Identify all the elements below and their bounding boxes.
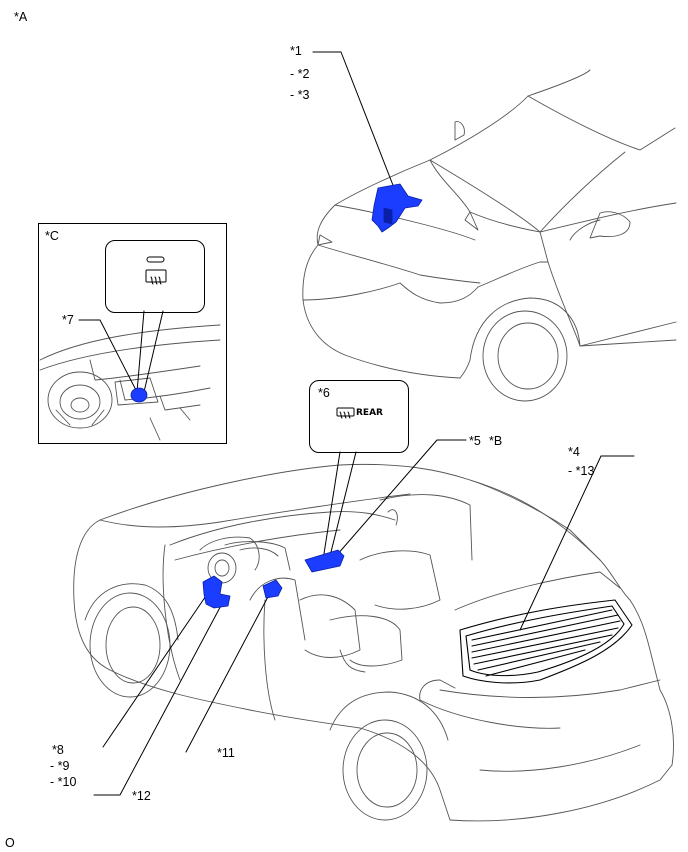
- upper-vehicle-outline: [302, 69, 677, 402]
- leader-lines: [78, 51, 635, 796]
- component-5-rear-defog-switch: [304, 549, 345, 573]
- callout-7: *7: [62, 313, 74, 327]
- inset-c-label: *C: [45, 229, 59, 243]
- footer-code: O: [5, 836, 15, 850]
- callout-10: - *10: [50, 775, 77, 789]
- callout-2: - *2: [290, 67, 310, 81]
- callout-4: *4: [568, 445, 580, 459]
- callout-3: - *3: [290, 88, 310, 102]
- callout-1: *1: [290, 44, 302, 58]
- component-8-junction-block: [202, 575, 231, 609]
- component-1-relay-block: [371, 183, 423, 233]
- component-11-ecu: [262, 579, 283, 599]
- callout-13: - *13: [568, 464, 595, 478]
- callout-6: *6: [318, 386, 330, 400]
- callout-12: *12: [132, 789, 151, 803]
- rear-switch-label: REAR: [356, 408, 383, 418]
- rear-defroster-icon: [336, 407, 355, 419]
- view-a-label: *A: [14, 10, 28, 24]
- rear-window-defogger: [459, 599, 633, 684]
- inset-c-dashboard: [39, 324, 221, 441]
- component-7-front-defog-switch: [130, 387, 148, 403]
- front-switch-callout: [105, 240, 205, 313]
- callout-8: *8: [52, 743, 64, 757]
- callout-b: *B: [489, 434, 503, 448]
- front-defroster-icon: [145, 256, 167, 285]
- callout-9: - *9: [50, 759, 70, 773]
- callout-5: *5: [469, 434, 481, 448]
- rear-switch-callout: [309, 380, 409, 453]
- callout-11: *11: [217, 746, 235, 760]
- lower-vehicle-outline: [73, 463, 674, 822]
